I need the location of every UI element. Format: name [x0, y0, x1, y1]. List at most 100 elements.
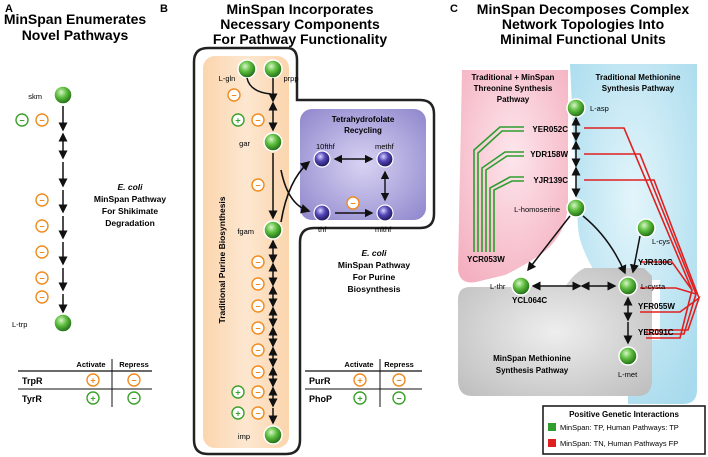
trad-methionine-line2: Synthesis Pathway	[602, 84, 675, 93]
imp-node	[263, 425, 283, 445]
regulator-trpr: TrpR	[22, 376, 43, 386]
regulation-symbol: −	[251, 365, 265, 379]
svg-text:+: +	[235, 388, 240, 398]
legend-item-red: MinSpan: TN, Human Pathways FP	[560, 439, 678, 448]
panel-b-letter: B	[160, 3, 168, 15]
regulation-symbol: −	[251, 113, 265, 127]
panel-c-title-line3: Minimal Functional Units	[500, 31, 666, 47]
panel-b-pathway-line3: Biosynthesis	[348, 284, 401, 294]
panel-b: B MinSpan Incorporates Necessary Compone…	[160, 1, 436, 456]
regulator-purr: PurR	[309, 376, 331, 386]
svg-text:−: −	[255, 346, 260, 356]
lthr-node	[511, 276, 531, 296]
svg-text:−: −	[39, 196, 44, 206]
svg-text:−: −	[39, 293, 44, 303]
lcysta-node	[618, 276, 638, 296]
purine-region-label: Traditional Purine Biosynthesis	[217, 196, 227, 323]
panel-a-pathway-line1: MinSpan Pathway	[94, 194, 167, 204]
regulation-symbol: −	[251, 321, 265, 335]
green-interaction-lines	[473, 126, 524, 252]
purine-regulation-symbols: −+−−−−−−−−+−+−	[227, 88, 265, 420]
svg-text:−: −	[39, 274, 44, 284]
gene-yjr130c: YJR130C	[638, 258, 673, 267]
svg-text:+: +	[235, 116, 240, 126]
trpr-repress: −	[131, 376, 136, 386]
regulation-symbol: −	[251, 277, 265, 291]
ltrp-node	[53, 313, 73, 333]
regulation-symbol: −	[251, 385, 265, 399]
ltrp-label: L-trp	[12, 320, 27, 329]
svg-text:−: −	[255, 324, 260, 334]
trpr-activate: +	[90, 376, 95, 386]
panel-c-title-line1: MinSpan Decomposes Complex	[477, 1, 690, 17]
prpp-node	[263, 59, 283, 79]
regulation-symbol: −	[35, 219, 49, 233]
regulation-symbol: −	[35, 290, 49, 304]
panel-a-regulator-table: Activate Repress TrpR TyrR + − + −	[18, 359, 152, 407]
regulation-symbol: −	[251, 343, 265, 357]
minspan-methionine-line1: MinSpan Methionine	[493, 354, 571, 363]
red-interaction-lines	[584, 127, 701, 339]
gene-yer052c: YER052C	[532, 125, 568, 134]
panel-c: C MinSpan Decomposes Complex Network Top…	[450, 1, 706, 455]
panel-a-letter: A	[5, 3, 13, 15]
legend-item-green: MinSpan: TP, Human Pathways: TP	[560, 423, 679, 432]
fgam-node	[263, 220, 283, 240]
lcysta-label: L-cysta	[641, 282, 666, 291]
folate-title-line1: Tetrahydrofolate	[332, 115, 395, 124]
svg-text:−: −	[255, 409, 260, 419]
lhomoserine-node	[566, 198, 586, 218]
panel-b-regulator-table: Activate Repress PurR PhoP + − + −	[305, 359, 422, 407]
lmet-label: L-met	[618, 370, 638, 379]
regulator-tyrr: TyrR	[22, 394, 42, 404]
tyrr-activate: +	[90, 394, 95, 404]
gene-ycl064c: YCL064C	[512, 296, 547, 305]
panel-a-title-line2: Novel Pathways	[22, 27, 129, 43]
phop-activate: +	[357, 394, 362, 404]
mlthf-node	[376, 204, 394, 222]
panel-a-pathway-line2: For Shikimate	[102, 206, 158, 216]
regulation-symbol: −	[251, 178, 265, 192]
gene-ycr053w: YCR053W	[467, 255, 505, 264]
legend-green-swatch	[548, 423, 556, 431]
lgln-node	[237, 59, 257, 79]
folate-region	[300, 109, 426, 220]
regulation-symbol: −	[35, 271, 49, 285]
col-activate: Activate	[344, 360, 373, 369]
svg-text:−: −	[350, 199, 355, 209]
regulation-symbol: −	[251, 299, 265, 313]
regulation-symbol: +	[231, 385, 245, 399]
threonine-region-line3: Pathway	[497, 95, 530, 104]
panel-b-organism: E. coli	[361, 248, 387, 258]
regulation-symbol: −	[251, 255, 265, 269]
regulator-phop: PhoP	[309, 394, 332, 404]
mlthf-label: mlthf	[375, 225, 392, 234]
panel-b-title-line2: Necessary Components	[220, 16, 380, 32]
regulation-symbol: +	[231, 406, 245, 420]
purine-region	[203, 56, 289, 448]
svg-text:−: −	[255, 388, 260, 398]
svg-text:−: −	[231, 91, 236, 101]
svg-text:−: −	[19, 116, 24, 126]
minspan-methionine-line2: Synthesis Pathway	[496, 366, 569, 375]
svg-text:−: −	[255, 181, 260, 191]
svg-text:−: −	[39, 248, 44, 258]
methf-node	[376, 150, 394, 168]
panel-a: A MinSpan Enumerates Novel Pathways skm …	[4, 3, 167, 407]
prpp-label: prpp	[283, 74, 298, 83]
col-activate: Activate	[76, 360, 105, 369]
legend-title: Positive Genetic Interactions	[569, 410, 679, 419]
panel-c-letter: C	[450, 3, 458, 15]
trad-methionine-line1: Traditional Methionine	[596, 73, 681, 82]
lasp-node	[566, 98, 586, 118]
skm-node	[53, 85, 73, 105]
col-repress: Repress	[119, 360, 149, 369]
svg-text:−: −	[39, 116, 44, 126]
svg-text:−: −	[255, 280, 260, 290]
purr-activate: +	[357, 376, 362, 386]
legend: Positive Genetic Interactions MinSpan: T…	[542, 405, 706, 455]
regulation-symbol: −	[35, 113, 49, 127]
panel-b-title-line1: MinSpan Incorporates	[226, 1, 373, 17]
svg-text:−: −	[255, 116, 260, 126]
